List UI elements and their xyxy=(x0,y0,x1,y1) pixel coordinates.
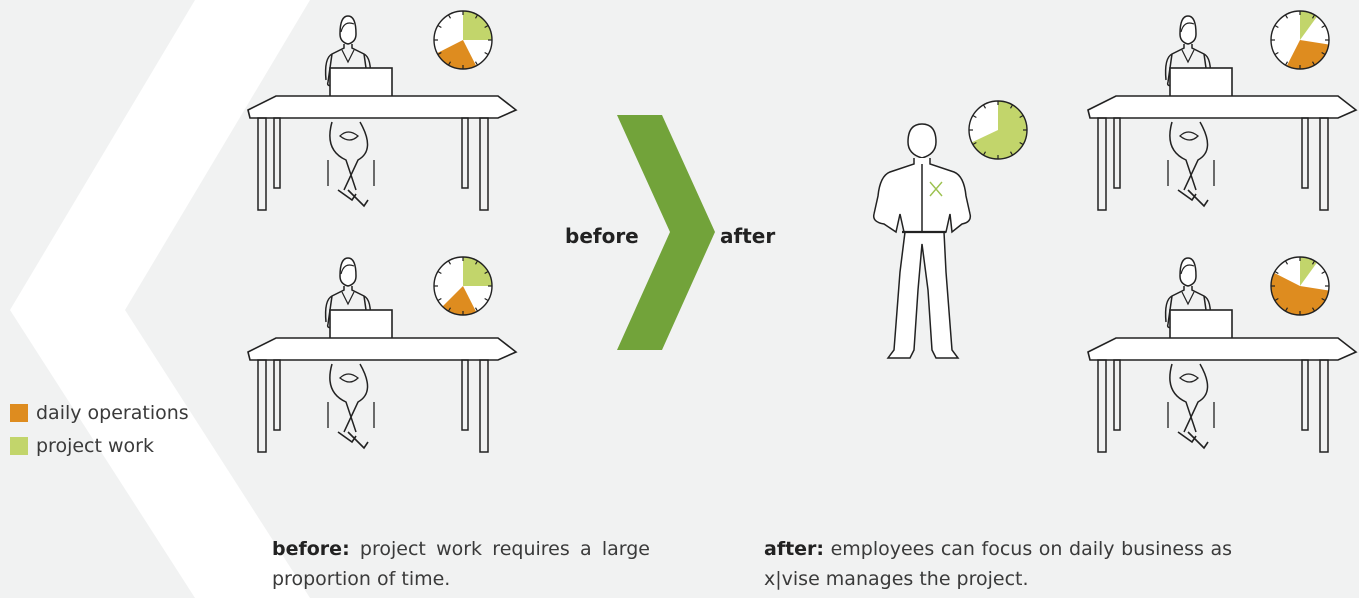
clock-tick xyxy=(982,104,987,109)
clock-rim xyxy=(1270,10,1330,70)
clock-tick xyxy=(474,307,479,312)
after-caption: after: employees can focus on daily busi… xyxy=(764,534,1232,594)
clock-tick xyxy=(437,24,442,29)
daily-operations-slice xyxy=(437,40,477,69)
clock-tick xyxy=(447,260,452,265)
clock-pie-icon xyxy=(433,256,493,316)
clock-tick xyxy=(447,14,452,19)
clock-tick xyxy=(1321,270,1326,275)
project-work-slice xyxy=(463,11,492,40)
clock-tick xyxy=(972,141,977,146)
clock-tick xyxy=(1274,270,1279,275)
caption-text: project work requires a large proportion… xyxy=(272,538,650,590)
clock-pie-icon xyxy=(433,10,493,70)
legend-item-daily-operations: daily operations xyxy=(10,396,189,429)
legend-label: daily operations xyxy=(36,401,189,424)
caption-lead: before: xyxy=(272,538,350,560)
daily-operations-slice xyxy=(1271,272,1329,315)
clock-tick xyxy=(1284,307,1289,312)
clock-tick xyxy=(972,114,977,119)
clock-pie-icon xyxy=(1270,256,1330,316)
clock-pie-icon xyxy=(1270,10,1330,70)
legend-label: project work xyxy=(36,434,154,457)
clock-tick xyxy=(447,307,452,312)
clock-tick xyxy=(1274,24,1279,29)
clock-tick xyxy=(1311,307,1316,312)
clock-tick xyxy=(1274,297,1279,302)
clock-tick xyxy=(1311,260,1316,265)
clock-tick xyxy=(1311,61,1316,66)
clock-tick xyxy=(484,297,489,302)
before-label: before xyxy=(565,224,639,248)
caption-text: employees can focus on daily business as… xyxy=(764,538,1232,590)
project-work-slice xyxy=(971,101,1027,159)
legend-item-project-work: project work xyxy=(10,429,189,462)
clock-tick xyxy=(1019,141,1024,146)
chevron-right-arrow xyxy=(617,115,715,350)
clock-pie-icon xyxy=(968,100,1028,160)
clock-tick xyxy=(1274,51,1279,56)
caption-lead: after: xyxy=(764,538,825,560)
clock-tick xyxy=(437,51,442,56)
clock-tick xyxy=(484,270,489,275)
clock-rim xyxy=(433,256,493,316)
chevron-left-shape xyxy=(10,0,310,598)
after-label: after xyxy=(720,224,776,248)
clock-tick xyxy=(474,260,479,265)
clock-tick xyxy=(982,151,987,156)
clock-tick xyxy=(437,270,442,275)
clock-tick xyxy=(1311,14,1316,19)
clock-tick xyxy=(1321,51,1326,56)
clock-tick xyxy=(1009,104,1014,109)
clock-tick xyxy=(484,24,489,29)
standing-manager-icon xyxy=(872,123,972,359)
clock-rim xyxy=(433,10,493,70)
clock-tick xyxy=(1321,24,1326,29)
clock-tick xyxy=(1284,14,1289,19)
before-caption: before: project work requires a large pr… xyxy=(272,534,650,594)
clock-rim xyxy=(1270,256,1330,316)
clock-tick xyxy=(1284,61,1289,66)
clock-tick xyxy=(1009,151,1014,156)
clock-tick xyxy=(1321,297,1326,302)
clock-tick xyxy=(1019,114,1024,119)
daily-operations-swatch xyxy=(10,403,28,422)
daily-operations-slice xyxy=(442,286,477,315)
clock-tick xyxy=(484,51,489,56)
clock-tick xyxy=(474,14,479,19)
project-work-swatch xyxy=(10,436,28,455)
clock-tick xyxy=(1284,260,1289,265)
clock-tick xyxy=(447,61,452,66)
clock-tick xyxy=(474,61,479,66)
legend: daily operations project work xyxy=(10,396,189,462)
clock-tick xyxy=(437,297,442,302)
clock-rim xyxy=(968,100,1028,160)
project-work-slice xyxy=(463,257,492,286)
